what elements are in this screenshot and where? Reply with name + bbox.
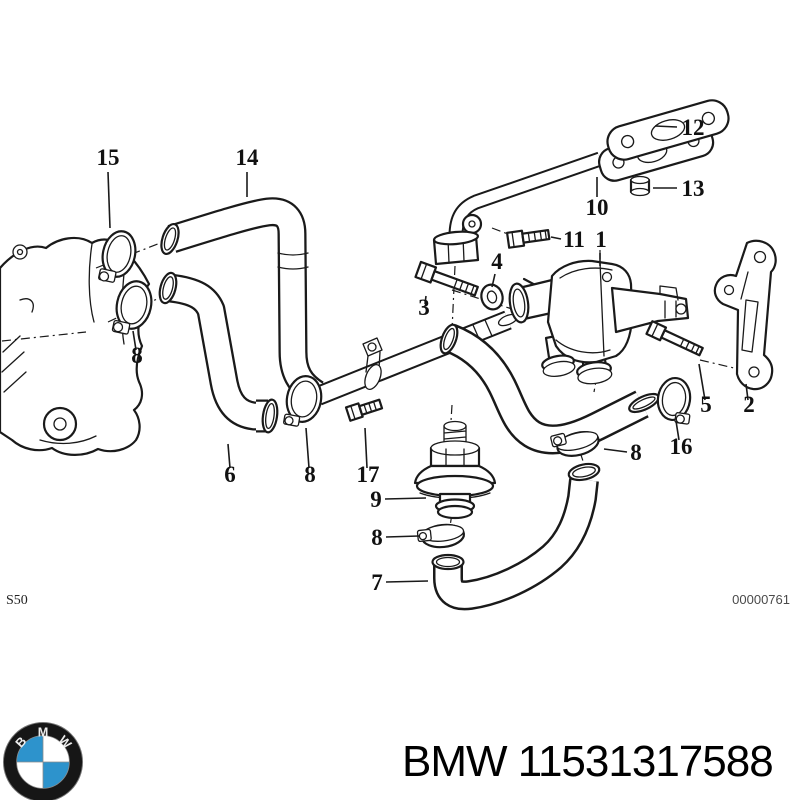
callout-label-11: 11 xyxy=(563,227,585,252)
water-pipe-drawing xyxy=(314,310,519,406)
model-code-text: S50 xyxy=(6,593,28,608)
callout-label-5: 5 xyxy=(700,392,712,417)
clamp-8-left-drawing xyxy=(111,280,153,335)
callout-label-8: 8 xyxy=(131,343,143,368)
bracket-2-drawing xyxy=(713,239,777,391)
hose-7-drawing xyxy=(431,462,601,611)
callout-leader-8 xyxy=(603,448,628,453)
logo-quadrant-blue-br xyxy=(43,762,70,789)
callout-label-8: 8 xyxy=(304,462,316,487)
drawing-number-text: 00000761 xyxy=(732,592,790,607)
engine-block-drawing xyxy=(0,236,151,456)
callout-label-12: 12 xyxy=(682,115,705,140)
callout-label-16: 16 xyxy=(670,434,693,459)
callout-leader-8 xyxy=(305,427,310,469)
callout-label-4: 4 xyxy=(491,249,503,274)
callout-label-8: 8 xyxy=(371,525,383,550)
callout-leader-16 xyxy=(675,420,680,441)
logo-quadrant-blue-tl xyxy=(16,735,43,762)
callout-leader-11 xyxy=(550,236,562,240)
clamp-8-middle-drawing xyxy=(283,375,323,427)
callout-label-2: 2 xyxy=(743,392,755,417)
callout-label-1: 1 xyxy=(595,227,607,252)
callout-label-10: 10 xyxy=(586,195,609,220)
callout-label-3: 3 xyxy=(418,295,430,320)
part-number-title: BMW 11531317588 xyxy=(402,737,774,786)
bmw-logo: B M W xyxy=(2,721,84,800)
bolt-11-drawing xyxy=(505,229,551,249)
callout-leader-2 xyxy=(745,383,749,401)
callout-leader-12 xyxy=(654,125,678,128)
nut-13 xyxy=(629,175,651,197)
callout-leader-17 xyxy=(364,427,368,469)
callout-leader-9 xyxy=(384,497,427,500)
clamp-8-bottom-drawing xyxy=(416,523,466,549)
hose-14-drawing xyxy=(160,197,325,407)
parts-diagram: S50 00000761 151412131011143258681716898… xyxy=(0,99,790,611)
callout-label-9: 9 xyxy=(370,487,382,512)
clamp-16-drawing xyxy=(656,376,692,425)
clamp-8-right-drawing xyxy=(550,431,600,457)
callout-label-14: 14 xyxy=(236,145,260,170)
washer-4-drawing xyxy=(480,283,504,311)
bolt-3-drawing xyxy=(414,260,479,297)
bolt-5-drawing xyxy=(645,320,704,357)
callout-label-6: 6 xyxy=(224,462,236,487)
callout-leader-8 xyxy=(132,330,137,351)
callout-leader-15 xyxy=(107,171,111,229)
hose-6-drawing xyxy=(158,271,279,434)
callout-leader-5 xyxy=(698,363,706,401)
vent-valve-9-drawing xyxy=(413,420,497,520)
gasket-12 xyxy=(606,99,730,161)
screw-17-drawing xyxy=(344,398,384,422)
callout-leader-7 xyxy=(385,580,429,583)
callout-label-15: 15 xyxy=(97,145,120,170)
callout-leader-3 xyxy=(424,295,427,305)
return-pipe-10-drawing xyxy=(432,99,730,266)
callout-label-13: 13 xyxy=(682,176,705,201)
callout-label-17: 17 xyxy=(357,462,380,487)
callout-leader-8 xyxy=(385,535,420,538)
water-valve-drawing xyxy=(508,259,690,385)
callout-leader-6 xyxy=(227,443,231,469)
callout-label-8: 8 xyxy=(630,440,642,465)
clamp-15-drawing xyxy=(98,230,137,283)
callout-label-7: 7 xyxy=(371,570,383,595)
callout-leader-4 xyxy=(491,273,496,288)
logo-letter-m: M xyxy=(38,726,49,740)
